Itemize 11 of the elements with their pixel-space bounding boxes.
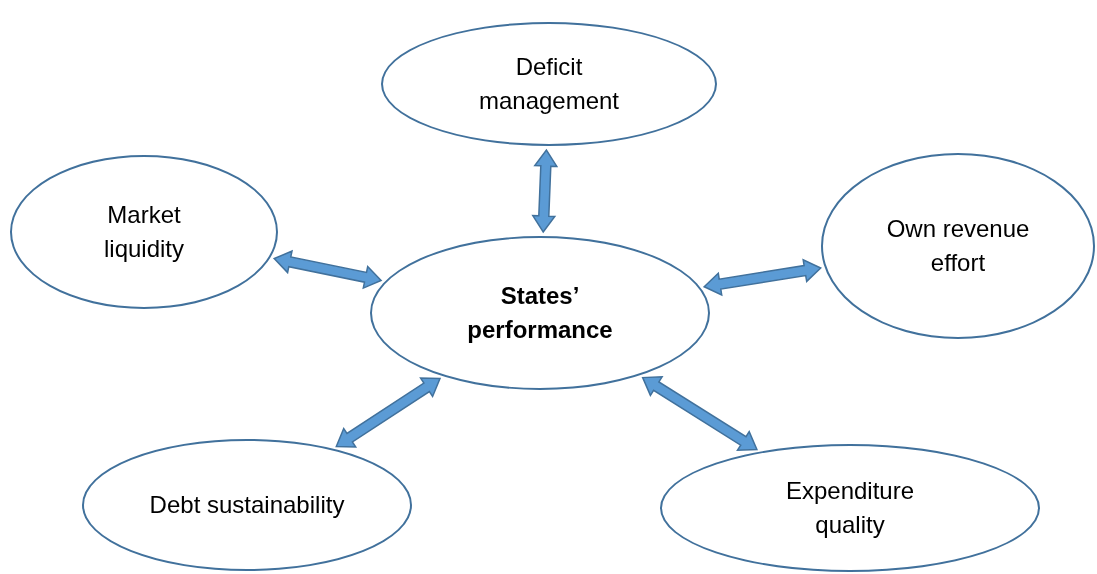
double-arrow xyxy=(272,249,383,290)
node-label: Debt sustainability xyxy=(149,490,345,521)
double-arrow xyxy=(531,148,559,234)
node-label: Own revenue effort xyxy=(885,214,1031,278)
node-label: Expenditure quality xyxy=(784,476,916,540)
double-arrow xyxy=(335,377,442,448)
double-arrow xyxy=(641,376,759,451)
node-label: Market liquidity xyxy=(102,200,185,264)
double-arrow xyxy=(702,258,822,297)
node-label: Deficit management xyxy=(477,52,621,116)
node-label: States’ performance xyxy=(466,281,614,345)
